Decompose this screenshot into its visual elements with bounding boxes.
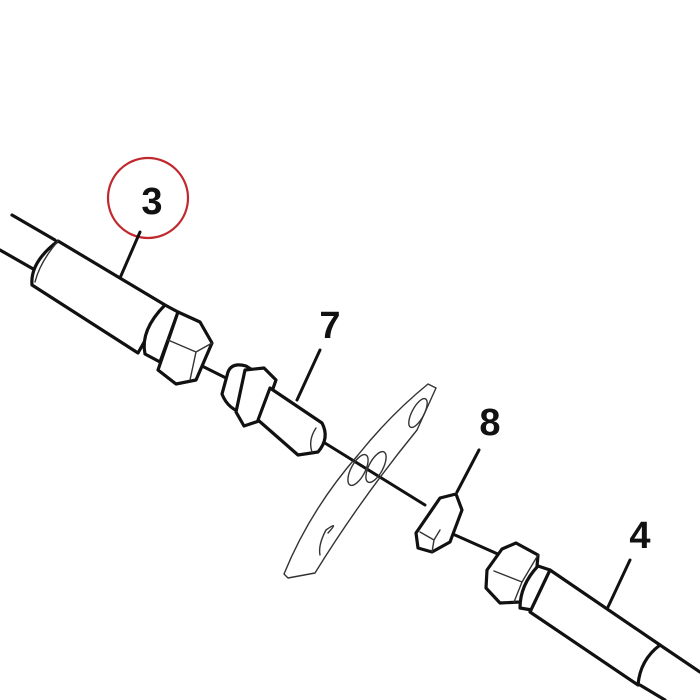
left-hose-assembly[interactable] xyxy=(0,213,214,386)
mount-hole-bottom xyxy=(318,525,335,556)
crimp-sleeve xyxy=(528,568,662,687)
callout-label-3: 3 xyxy=(141,181,162,223)
hose-line-top xyxy=(10,213,57,242)
mount-hole-top xyxy=(408,397,428,429)
highlight-circle xyxy=(106,156,190,240)
callout-7[interactable]: 7 xyxy=(295,305,341,402)
callout-8[interactable]: 8 xyxy=(455,402,501,494)
gasket-plate-outline xyxy=(283,383,437,579)
bulkhead-union-fitting[interactable] xyxy=(220,363,327,457)
right-hose-assembly[interactable] xyxy=(484,541,700,700)
callout-4[interactable]: 4 xyxy=(606,515,651,609)
union-threaded-body xyxy=(256,386,327,457)
leader-line-8 xyxy=(455,448,481,494)
callout-3[interactable]: 3 xyxy=(106,156,190,280)
hose-line-top xyxy=(658,643,700,674)
mounting-plate[interactable] xyxy=(283,383,437,579)
leader-line-3 xyxy=(118,230,142,280)
hose-line-bottom xyxy=(0,248,37,272)
lock-nut[interactable] xyxy=(414,492,464,554)
lock-nut-body xyxy=(414,492,464,554)
crimp-sleeve xyxy=(30,239,167,355)
callout-label-8: 8 xyxy=(479,402,500,444)
center-hole-right xyxy=(365,450,387,484)
leader-line-4 xyxy=(606,558,632,609)
hose-line-bottom xyxy=(638,683,667,700)
leader-line-7 xyxy=(295,348,322,402)
callout-label-4: 4 xyxy=(629,515,650,557)
callout-label-7: 7 xyxy=(319,305,340,347)
hex-ring xyxy=(142,303,180,364)
center-hole-left xyxy=(347,453,369,487)
